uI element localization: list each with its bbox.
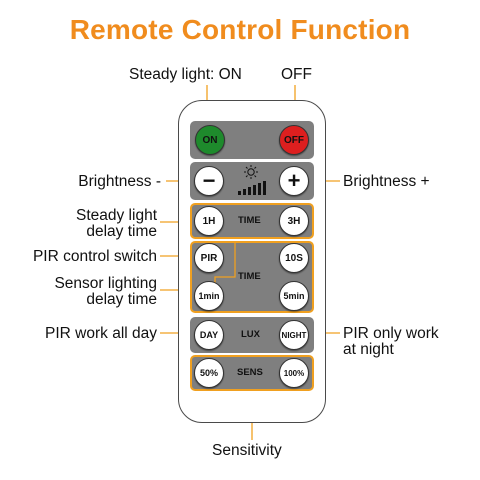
pir-button[interactable]: PIR	[194, 243, 224, 273]
time-label-2: TIME	[238, 271, 261, 282]
on-button[interactable]: ON	[195, 125, 225, 155]
lux-label: LUX	[241, 329, 260, 340]
steady-delay-label-2: delay time	[86, 223, 157, 240]
brightness-plus-label: Brightness +	[343, 173, 430, 190]
off-label: OFF	[281, 66, 312, 83]
100-percent-button[interactable]: 100%	[279, 358, 309, 388]
sun-brightness-icon	[238, 165, 266, 195]
steady-on-label: Steady light: ON	[129, 66, 242, 83]
pir-night-label-1: PIR only work	[343, 325, 439, 342]
day-button[interactable]: DAY	[194, 320, 224, 350]
time-label-1: TIME	[238, 215, 261, 226]
3h-button[interactable]: 3H	[279, 206, 309, 236]
sensor-delay-label-1: Sensor lighting	[54, 275, 157, 292]
night-button[interactable]: NIGHT	[279, 320, 309, 350]
sensor-delay-label-2: delay time	[86, 291, 157, 308]
pir-all-day-label: PIR work all day	[45, 325, 157, 342]
pir-control-label: PIR control switch	[32, 248, 157, 265]
brightness-minus-label: Brightness -	[78, 173, 161, 190]
1min-button[interactable]: 1min	[194, 281, 224, 311]
brightness-plus-button[interactable]: +	[279, 166, 309, 196]
page-title: Remote Control Function	[69, 14, 411, 45]
brightness-minus-button[interactable]: −	[194, 166, 224, 196]
sens-label: SENS	[237, 367, 263, 378]
steady-delay-label-1: Steady light	[76, 207, 157, 224]
10s-button[interactable]: 10S	[279, 243, 309, 273]
1h-button[interactable]: 1H	[194, 206, 224, 236]
5min-button[interactable]: 5min	[279, 281, 309, 311]
remote-body: ON OFF − + 1H TIME 3H PIR 10S TIME	[178, 100, 326, 423]
off-button[interactable]: OFF	[279, 125, 309, 155]
pir-night-label-2: at night	[343, 341, 394, 358]
sensitivity-label: Sensitivity	[212, 442, 282, 459]
50-percent-button[interactable]: 50%	[194, 358, 224, 388]
